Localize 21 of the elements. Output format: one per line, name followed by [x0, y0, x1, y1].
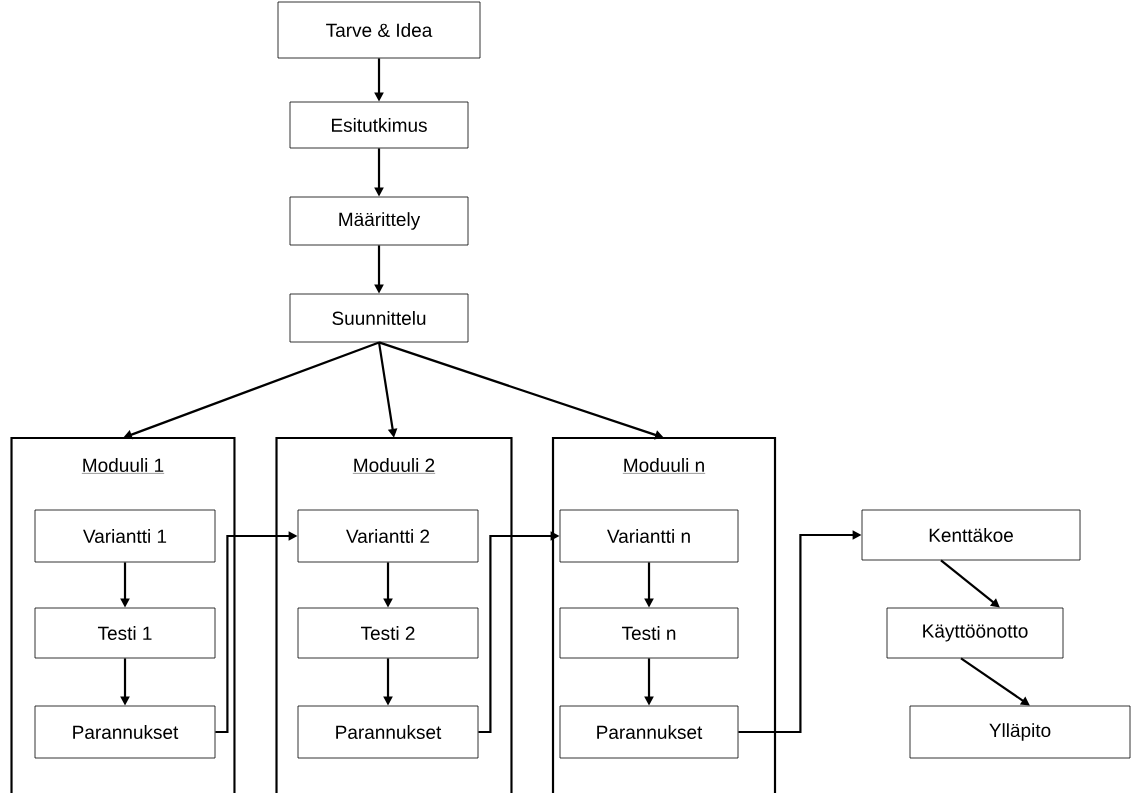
module-heading: Moduuli n: [622, 458, 706, 474]
process-box: Määrittely: [289, 196, 469, 246]
arrow: [940, 559, 1000, 608]
process-box: Parannukset: [559, 705, 739, 759]
process-box: Testi 2: [297, 607, 479, 659]
process-box: Esitutkimus: [289, 101, 469, 149]
process-box: Käyttöönotto: [886, 607, 1064, 659]
module-heading: Moduuli 1: [81, 458, 165, 474]
module-heading: Moduuli 2: [352, 458, 436, 474]
process-box: Testi n: [559, 607, 739, 659]
process-box: Ylläpito: [909, 705, 1131, 759]
process-box: Variantti n: [559, 509, 739, 563]
process-box: Testi 1: [34, 607, 216, 659]
arrow: [960, 657, 1030, 706]
process-box: Parannukset: [34, 705, 216, 759]
process-box: Variantti 1: [34, 509, 216, 563]
process-box: Tarve & Idea: [277, 1, 481, 59]
process-box: Kenttäkoe: [861, 509, 1081, 561]
process-box: Suunnittelu: [289, 293, 469, 343]
process-box: Variantti 2: [297, 509, 479, 563]
process-box: Parannukset: [297, 705, 479, 759]
